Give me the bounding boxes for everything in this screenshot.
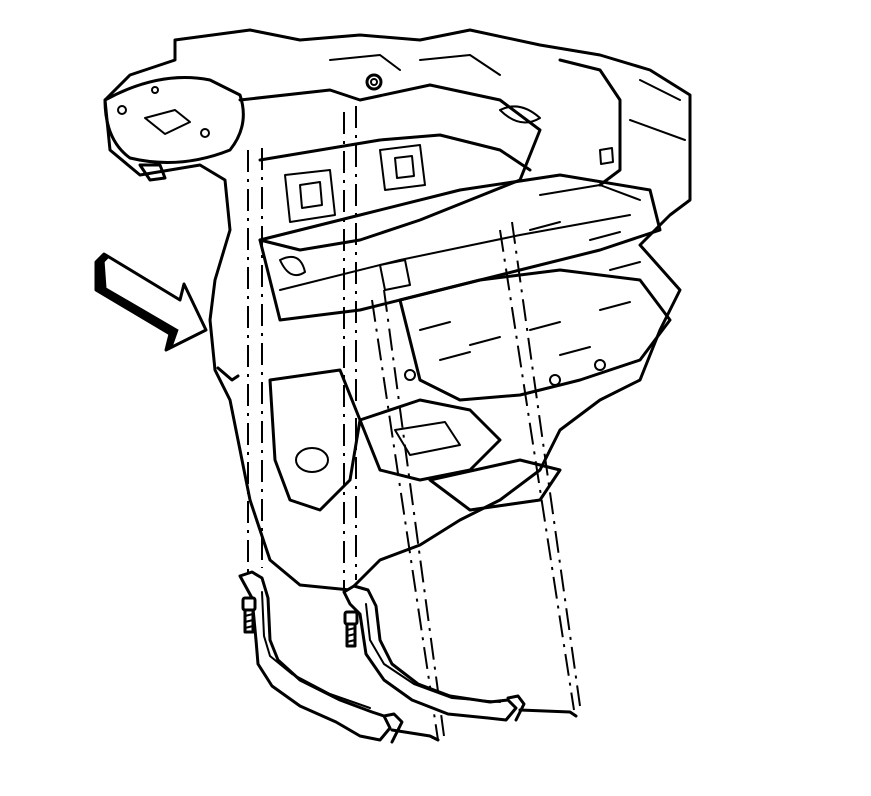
rail-bracket [379,144,426,191]
fastener-hole [594,359,606,371]
strut-bolt-hole [200,128,210,138]
grommet [279,256,306,276]
right-strap [342,584,518,722]
harness-clip [499,105,541,124]
right-strap-leader [518,708,578,718]
crossmember [258,173,662,322]
fastener-hole [404,369,416,381]
strut-bolt-hole [151,86,159,94]
mount-nut-center [370,78,378,86]
body-seam [329,54,501,76]
strut-bushing [138,163,167,182]
direction-arrow-icon [94,252,208,352]
rear-mount [268,368,362,512]
vehicle-underbody [103,28,692,592]
alignment-line [511,221,581,707]
pillar-plug [599,147,614,165]
alignment-line [499,229,575,711]
right-strap-edge [365,603,501,703]
rail-bracket-cutout [394,155,415,179]
underbody-outline [103,28,692,592]
rail-bracket-cutout [299,181,323,209]
door-sill-edge [629,79,686,141]
floor-pan-slots [419,301,631,361]
frame-rail-inner [258,133,532,172]
rocker-pillar [558,58,622,187]
strut-tower [103,76,245,164]
alignment-line [383,289,445,737]
bolt-icon [343,610,359,648]
clip-tab [216,366,240,382]
left-strap-leader [390,728,440,742]
crossmember-edge [279,214,631,291]
fastener-hole [549,374,561,386]
left-strap-assembly [238,570,440,744]
floor-pan [398,268,672,402]
alignment-line [371,299,439,741]
bolt-icon [241,596,257,634]
strut-bolt-hole [117,105,127,115]
rail-bracket [284,169,336,223]
frame-rail-left [238,83,542,252]
right-strap-hook [506,694,526,722]
bracket-tab [379,259,411,291]
alignment-lines [247,106,581,741]
mount-nut [365,73,383,91]
control-arm [358,398,502,482]
rear-bracket [428,458,562,512]
mount-hole [295,447,329,473]
panel-slots [529,221,641,271]
strut-plate [144,109,191,135]
left-strap-edge [261,591,371,709]
right-strap-assembly [342,584,578,722]
